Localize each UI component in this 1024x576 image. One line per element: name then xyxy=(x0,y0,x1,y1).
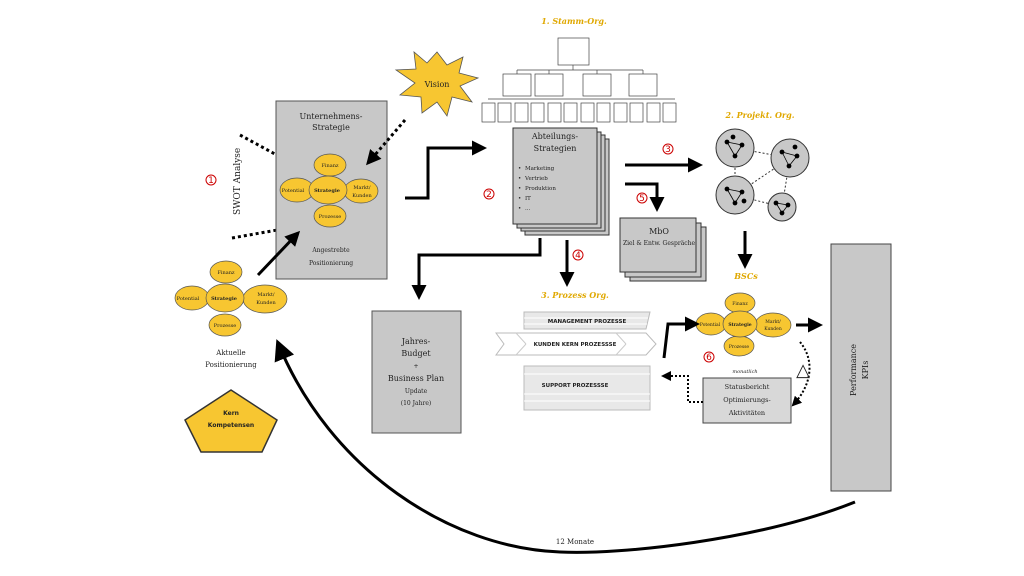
cycle-curve-arrow xyxy=(274,339,856,554)
budget-line-6: (10 Jahre) xyxy=(401,400,432,407)
line-org-heading: 1. Stamm-Org. xyxy=(541,16,607,26)
current-to-target-arrow xyxy=(256,230,301,277)
department-to-mbo-arrow xyxy=(625,182,665,212)
svg-text:•: • xyxy=(518,206,521,212)
process-bar-core: KUNDEN KERN PROZESSSE xyxy=(534,342,617,348)
process-bar-management: MANAGEMENT PROZESSE xyxy=(548,319,627,325)
budget-line-4: Business Plan xyxy=(388,374,444,383)
status-report-2: Optimierungs- xyxy=(723,396,770,404)
swot-arrow-top xyxy=(239,133,298,167)
svg-text:...: ... xyxy=(525,206,530,212)
svg-text:Kunden: Kunden xyxy=(352,193,372,199)
project-network xyxy=(715,128,810,222)
svg-text:Potential: Potential xyxy=(282,188,305,194)
svg-text:2: 2 xyxy=(486,190,492,200)
budget-line-2: Budget xyxy=(401,349,431,358)
svg-text:Kunden: Kunden xyxy=(256,300,276,306)
performance-label: Performance xyxy=(849,344,858,396)
status-to-process-dotted-arrow xyxy=(661,371,703,403)
org-chart xyxy=(481,37,677,123)
twelve-months-label: 12 Monate xyxy=(556,538,594,546)
budget-line-5: Update xyxy=(405,388,428,395)
svg-text:5: 5 xyxy=(639,194,645,204)
step-badges: 1 2 3 4 5 6 xyxy=(205,143,715,363)
bsc-to-status-dotted-arrow xyxy=(791,341,811,407)
svg-text:Strategie: Strategie xyxy=(728,322,751,328)
process-bars xyxy=(495,311,657,411)
svg-text:Markt/: Markt/ xyxy=(353,185,371,191)
core-competence-pentagon xyxy=(184,389,278,453)
annual-budget-box xyxy=(371,310,462,434)
svg-text:•: • xyxy=(518,196,521,202)
process-to-bsc-arrow xyxy=(662,316,700,359)
target-position-2: Positionierung xyxy=(309,260,353,267)
svg-text:Markt/: Markt/ xyxy=(765,319,781,325)
svg-text:Prozesse: Prozesse xyxy=(319,214,341,220)
process-org-heading: 3. Prozess Org. xyxy=(541,290,609,300)
svg-text:•: • xyxy=(518,176,521,182)
current-position-2: Positionierung xyxy=(205,361,257,369)
svg-text:Potential: Potential xyxy=(700,322,721,328)
strategy-flower-target: Finanz Prozesse Potential Markt/ Kunden … xyxy=(279,153,379,228)
vision-label: Vision xyxy=(424,80,450,89)
svg-text:•: • xyxy=(518,186,521,192)
status-report-1: Statusbericht xyxy=(725,383,770,391)
vision-star xyxy=(394,51,480,117)
target-position-1: Angestrebte xyxy=(311,247,350,254)
svg-text:3: 3 xyxy=(665,145,671,155)
strategy-flower-current: Finanz Prozesse Potential Markt/ Kunden … xyxy=(174,260,288,337)
svg-text:Kunden: Kunden xyxy=(764,326,782,332)
svg-text:Strategie: Strategie xyxy=(314,188,340,194)
svg-text:Prozesse: Prozesse xyxy=(214,323,236,329)
svg-text:Potential: Potential xyxy=(177,296,200,302)
svg-text:6: 6 xyxy=(706,353,712,363)
status-report-3: Aktivitäten xyxy=(728,409,765,417)
core-competence-2: Kompetensen xyxy=(208,422,254,429)
kpi-label: KPIs xyxy=(861,361,870,380)
project-org-heading: 2. Projekt. Org. xyxy=(724,110,794,120)
swot-label: SWOT Analyse xyxy=(233,148,243,215)
svg-text:Prozesse: Prozesse xyxy=(729,344,750,350)
svg-text:Finanz: Finanz xyxy=(217,270,234,276)
svg-text:Finanz: Finanz xyxy=(732,301,748,307)
mbo-title: MbO xyxy=(649,227,669,236)
bsc-flower: Finanz Prozesse Potential Markt/ Kunden … xyxy=(695,292,792,357)
monthly-label: monatlich xyxy=(732,369,757,375)
svg-text:Vertrieb: Vertrieb xyxy=(524,176,548,182)
corporate-strategy-title-1: Unternehmens- xyxy=(300,112,363,121)
budget-line-3: + xyxy=(413,363,418,370)
svg-text:Strategie: Strategie xyxy=(211,296,237,302)
budget-line-1: Jahres- xyxy=(401,337,431,346)
department-items: •Marketing •Vertrieb •Produktion •IT •..… xyxy=(518,166,556,212)
mbo-stack xyxy=(619,217,707,282)
svg-text:1: 1 xyxy=(208,176,214,186)
svg-text:•: • xyxy=(518,166,521,172)
department-to-budget-arrow xyxy=(411,238,542,300)
delta-symbol: △ xyxy=(796,360,810,381)
core-competence-1: Kern xyxy=(223,410,239,417)
status-report-box xyxy=(702,377,792,424)
department-title-2: Strategien xyxy=(534,144,577,153)
bsc-heading: BSCs xyxy=(733,271,758,281)
corporate-strategy-title-2: Strategie xyxy=(312,123,350,132)
svg-text:IT: IT xyxy=(525,196,531,202)
svg-text:Finanz: Finanz xyxy=(321,163,338,169)
department-strategy-stack xyxy=(512,127,610,236)
current-position-1: Aktuelle xyxy=(215,349,245,357)
svg-text:Marketing: Marketing xyxy=(525,166,555,172)
corporate-to-department-arrow xyxy=(405,140,487,200)
department-title-1: Abteilungs- xyxy=(531,132,578,141)
process-bar-support: SUPPORT PROZESSSE xyxy=(542,383,609,389)
svg-text:4: 4 xyxy=(575,251,581,261)
svg-text:Produktion: Produktion xyxy=(525,186,556,192)
svg-text:Markt/: Markt/ xyxy=(257,292,275,298)
performance-kpi-box xyxy=(830,243,892,492)
mbo-subtitle: Ziel & Entw. Gespräche xyxy=(623,240,696,247)
